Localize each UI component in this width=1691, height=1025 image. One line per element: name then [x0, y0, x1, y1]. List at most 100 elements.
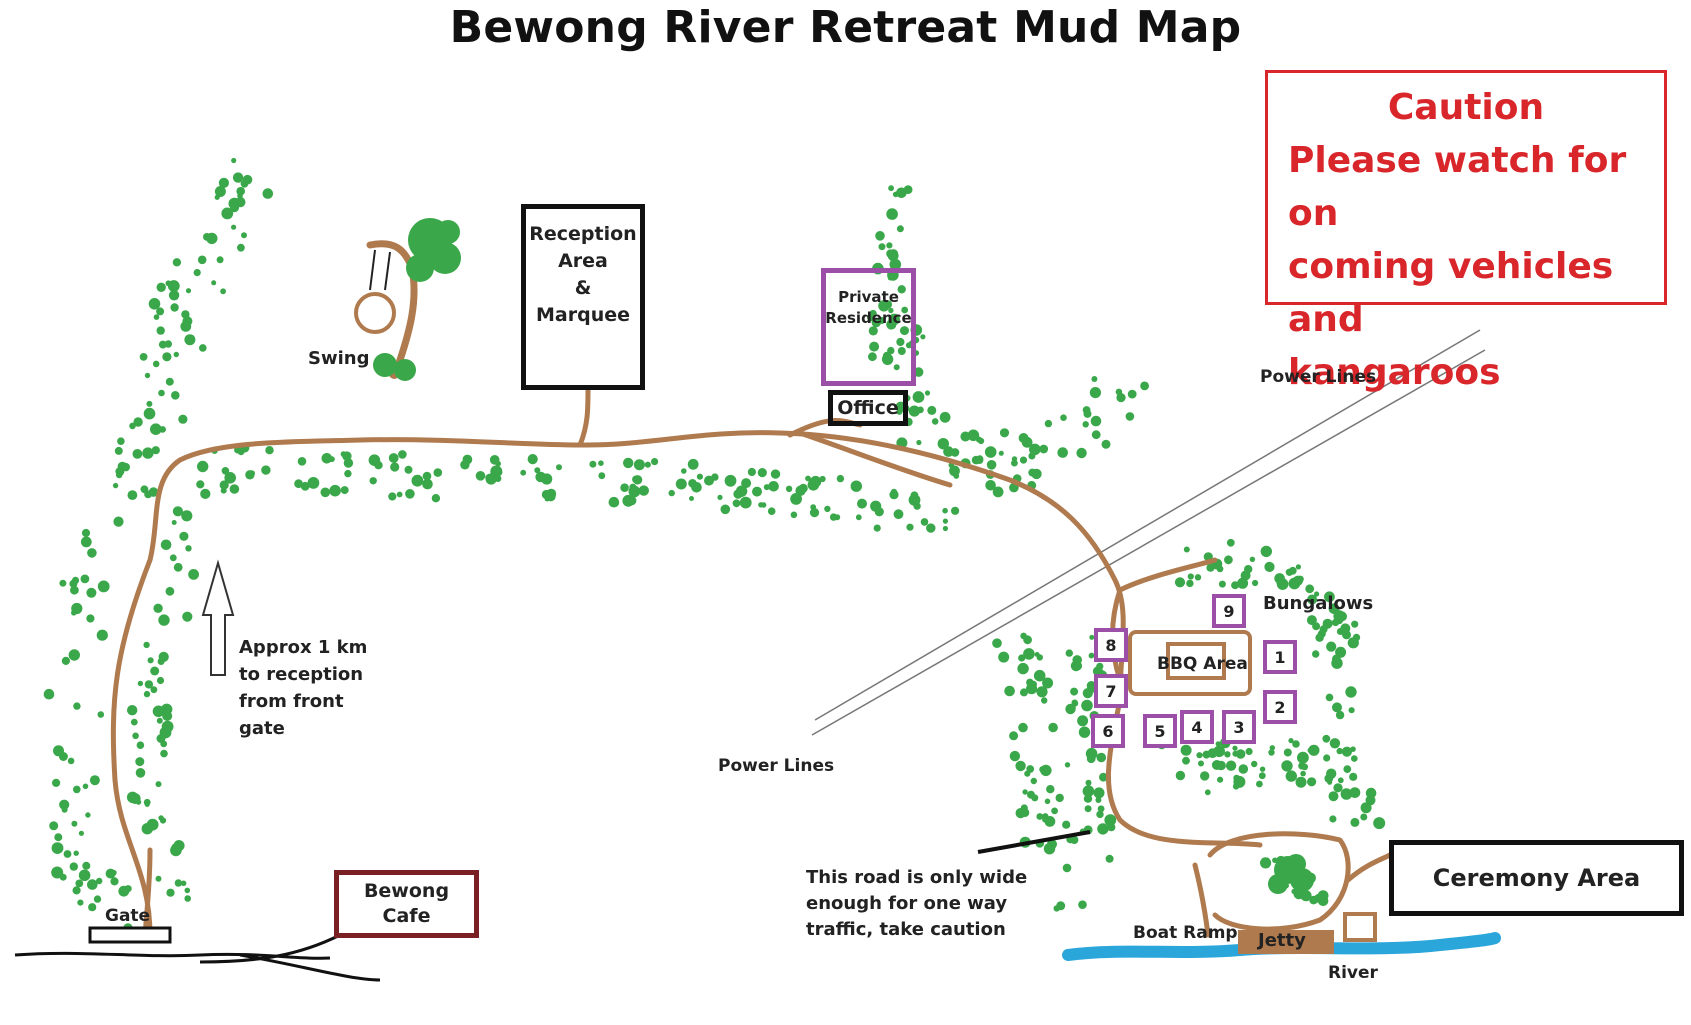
tree-clusters	[43, 157, 1386, 933]
tree-dot	[495, 460, 502, 467]
tree-dot	[1091, 430, 1101, 440]
tree-dot	[180, 321, 192, 332]
tree-dot	[909, 407, 918, 416]
tree-dot	[739, 496, 752, 509]
private-residence[interactable]: Private Residence	[821, 268, 916, 386]
tree-dot	[297, 457, 307, 466]
tree-dot	[1064, 762, 1071, 768]
tree-dot	[1269, 745, 1276, 751]
tree-dot	[396, 491, 403, 498]
tree-dot	[390, 462, 400, 472]
tree-dot	[1096, 810, 1104, 819]
tree-dot	[598, 472, 606, 480]
river-label: River	[1328, 963, 1378, 983]
tree-dot	[1078, 726, 1091, 738]
tree-dot	[143, 641, 150, 649]
tree-dot	[157, 658, 165, 665]
tree-dot	[541, 473, 553, 485]
tree-dot	[369, 477, 377, 485]
tree-dot	[1308, 744, 1320, 756]
tree-dot	[105, 868, 116, 879]
tree-dot	[1026, 683, 1038, 695]
tree-dot	[1238, 764, 1249, 774]
tree-dot	[1036, 686, 1048, 698]
tree-dot	[757, 468, 767, 478]
tree-dot	[143, 407, 156, 420]
tree-dot	[1092, 666, 1103, 677]
tree-dot	[1182, 756, 1190, 765]
tree-dot	[1336, 747, 1343, 755]
tree-dot	[927, 405, 937, 415]
tree-dot	[875, 231, 885, 241]
tree-dot	[984, 446, 997, 458]
tree-dot	[97, 580, 110, 593]
tree-dot	[629, 483, 637, 491]
tree-dot	[1286, 854, 1306, 874]
tree-dot	[546, 488, 557, 499]
office[interactable]: Office	[828, 390, 908, 426]
tree-dot	[1082, 688, 1093, 699]
tree-dot	[184, 895, 191, 902]
tree-dot	[342, 451, 352, 461]
tree-dot	[920, 334, 926, 340]
tree-dot	[1235, 749, 1246, 759]
ceremony-area[interactable]: Ceremony Area	[1389, 840, 1684, 916]
bungalow-8[interactable]: 8	[1094, 628, 1128, 662]
tree-dot	[1071, 699, 1078, 706]
tree-dot	[63, 850, 72, 858]
bungalow-6[interactable]: 6	[1091, 714, 1125, 748]
tree-dot	[1224, 751, 1231, 758]
caution-heading: Caution	[1387, 87, 1545, 128]
tree-dot	[78, 830, 84, 836]
bewong-cafe[interactable]: Bewong Cafe	[334, 870, 479, 938]
tree-dot	[142, 447, 154, 459]
tree-dot	[113, 516, 124, 527]
tree-dot	[1082, 421, 1089, 428]
tree-dot	[1026, 765, 1035, 773]
page-title: Bewong River Retreat Mud Map	[449, 2, 1242, 53]
reception-area[interactable]: Reception Area & Marquee	[521, 204, 645, 390]
tree-dot	[158, 389, 165, 397]
tree-dot	[795, 485, 806, 496]
tree-dot	[1360, 813, 1368, 821]
tree-dot	[1057, 447, 1068, 458]
tree-dot	[1251, 760, 1258, 768]
tree-dot	[924, 390, 931, 396]
bungalow-5[interactable]: 5	[1143, 714, 1177, 748]
tree-dot	[1055, 793, 1064, 803]
bungalow-3[interactable]: 3	[1222, 710, 1256, 744]
bbq-area-label: BBQ Area	[1157, 654, 1248, 674]
tree-dot	[1288, 738, 1294, 744]
tree-dot	[869, 309, 877, 318]
tree-dot	[262, 188, 274, 199]
tree-dot	[1011, 459, 1018, 467]
tree-dot	[169, 554, 177, 562]
bungalow-1[interactable]: 1	[1263, 640, 1297, 674]
residence-line-2: Residence	[825, 309, 912, 327]
power-lines-bottom-label: Power Lines	[718, 756, 835, 776]
bungalow-9[interactable]: 9	[1212, 594, 1246, 628]
tree-dot	[156, 734, 166, 743]
tree-dot	[1048, 722, 1058, 733]
tree-dot	[1322, 734, 1331, 743]
tree-dot	[920, 518, 929, 526]
bungalow-4[interactable]: 4	[1180, 710, 1214, 744]
reception-line-1: Reception	[529, 223, 637, 245]
power-lines	[811, 329, 1486, 736]
tree-dot	[162, 711, 173, 721]
tree-dot	[556, 464, 562, 471]
tree-dot	[178, 414, 188, 424]
tree-dot	[1065, 649, 1074, 657]
tree-dot	[809, 507, 820, 518]
tree-dot	[307, 477, 320, 489]
tree-dot	[1018, 654, 1026, 662]
bungalow-7[interactable]: 7	[1094, 674, 1128, 708]
bungalow-2[interactable]: 2	[1263, 690, 1297, 724]
tree-dot	[165, 280, 172, 287]
tree-dot	[1023, 635, 1032, 645]
tree-dot	[340, 486, 349, 495]
approx-line-4: gate	[239, 718, 285, 739]
tree-dot	[689, 496, 694, 501]
tree-dot	[886, 249, 895, 258]
tree-dot	[228, 197, 241, 210]
